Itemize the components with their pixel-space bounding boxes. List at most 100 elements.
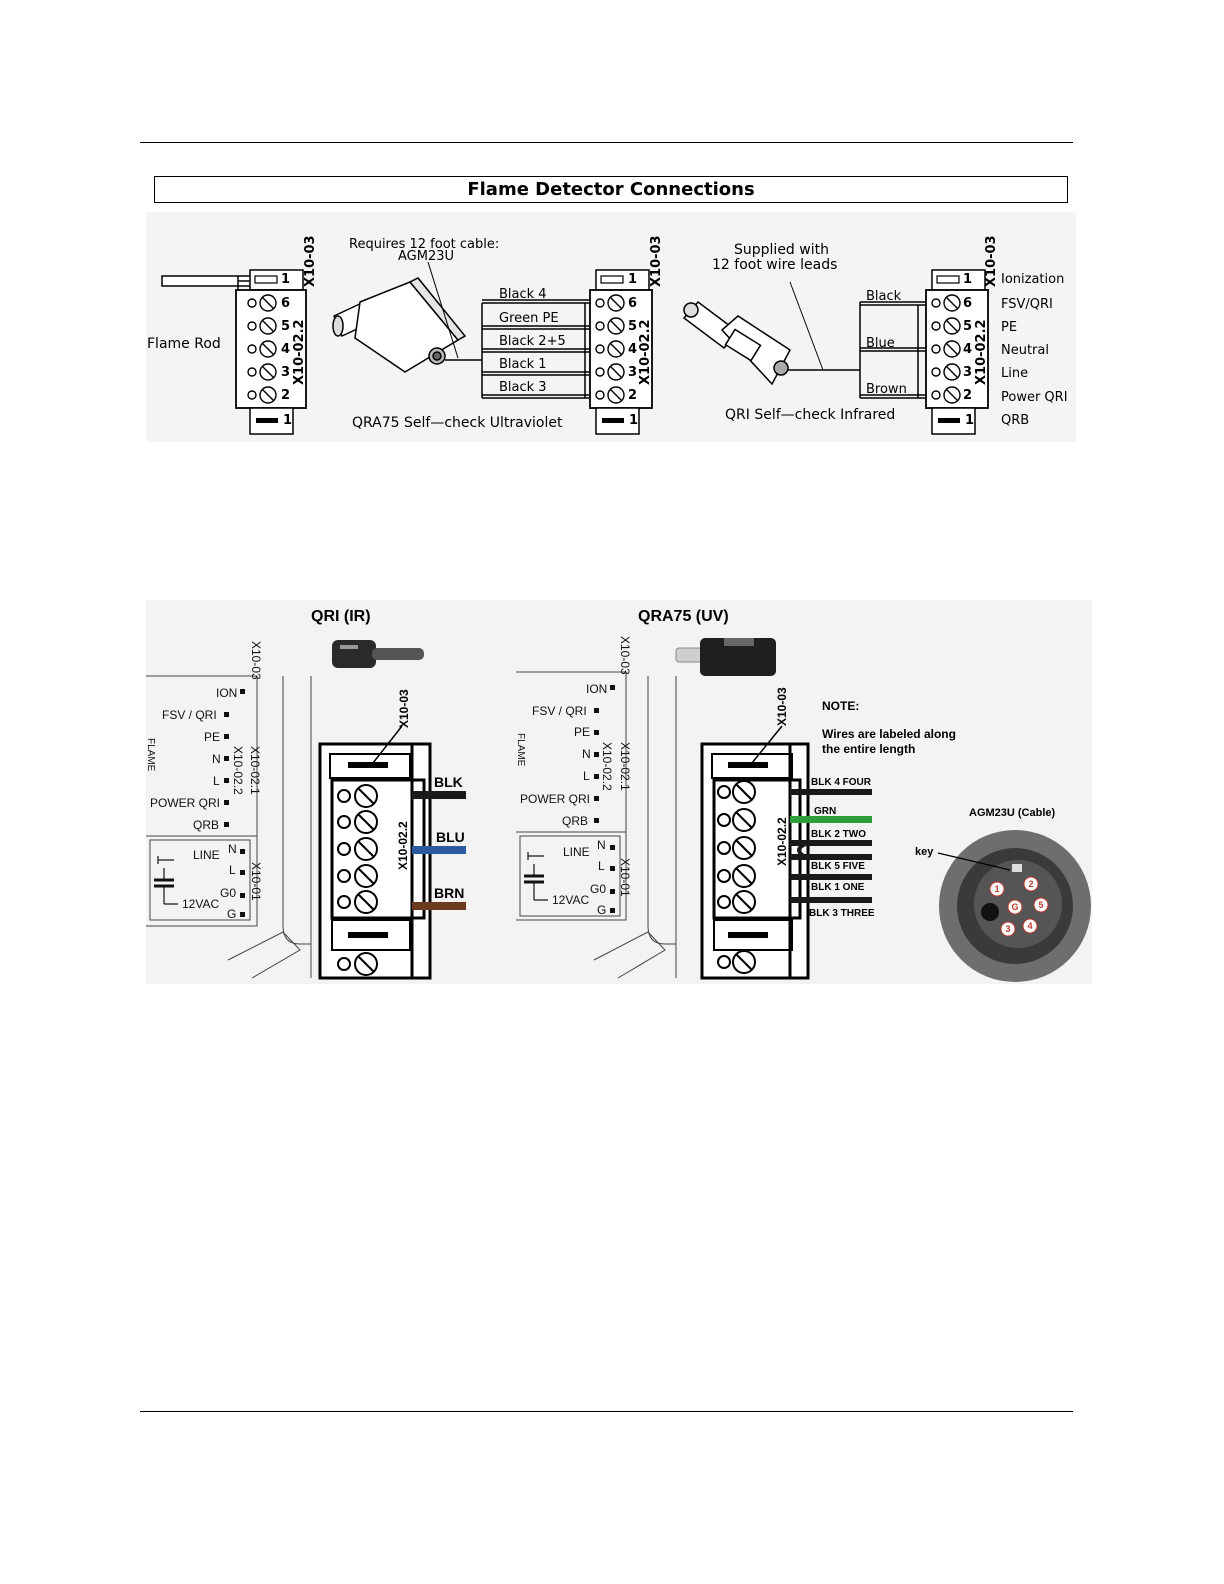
fsv-qri-label: FSV / QRI bbox=[532, 704, 587, 718]
pin-number: 6 bbox=[628, 296, 637, 311]
pin-number: 2 bbox=[963, 388, 972, 403]
qri-title: QRI (IR) bbox=[311, 608, 371, 625]
qri-wire-label: Blue bbox=[866, 336, 895, 351]
fsv-qri-label: FSV / QRI bbox=[162, 708, 217, 722]
qra75-wire-label: Black 2+5 bbox=[499, 334, 566, 349]
x10-03-label: X10-03 bbox=[249, 641, 263, 680]
n-label: N bbox=[597, 838, 606, 852]
n-label: N bbox=[212, 752, 221, 766]
x10-02-2-label: X10-02.2 bbox=[775, 817, 789, 866]
terminal-function: Neutral bbox=[1001, 343, 1049, 358]
qra75-wire-label: BLK 1 ONE bbox=[811, 882, 865, 893]
note-title: NOTE: bbox=[822, 699, 859, 713]
qra75-wire-label: Black 3 bbox=[499, 380, 547, 395]
flame-label: FLAME bbox=[145, 738, 156, 772]
x10-03-label: X10-03 bbox=[397, 689, 411, 728]
pin-number: 6 bbox=[281, 296, 290, 311]
x10-02-2-label: X10-02.2 bbox=[292, 319, 307, 385]
note-line1: Wires are labeled along bbox=[822, 727, 956, 741]
pin-number: 1 bbox=[965, 413, 974, 428]
connector-pin: 3 bbox=[1005, 924, 1010, 934]
line-label: LINE bbox=[193, 848, 220, 862]
pe-label: PE bbox=[204, 730, 220, 744]
qri-sensor-icon bbox=[682, 281, 860, 386]
note-line2: the entire length bbox=[822, 742, 915, 756]
terminal-function: QRB bbox=[1001, 413, 1029, 428]
pin-number: 1 bbox=[629, 413, 638, 428]
pin-number: 3 bbox=[628, 365, 637, 380]
x10-02-2-label: X10-02.2 bbox=[231, 746, 245, 795]
pin-number: 2 bbox=[281, 388, 290, 403]
x10-02-1-label: X10-02.1 bbox=[618, 742, 632, 791]
g-label: G bbox=[597, 903, 606, 917]
pin-number: 2 bbox=[628, 388, 637, 403]
x10-03-label: X10-03 bbox=[649, 235, 664, 287]
ion-label: ION bbox=[216, 686, 237, 700]
qra75-sensor-icon bbox=[332, 261, 482, 373]
terminal-block-3: 1 6 5 4 3 2 1 X10-03 X10-02.2 bbox=[925, 235, 999, 435]
qri-supplied-note: Supplied with bbox=[734, 242, 829, 258]
ion-label: ION bbox=[586, 682, 607, 696]
qri-leads-note: 12 foot wire leads bbox=[712, 257, 837, 273]
qra75-wire-label: Green PE bbox=[499, 311, 559, 326]
pin-number: 3 bbox=[963, 365, 972, 380]
connector-pin: 2 bbox=[1028, 879, 1033, 889]
pin-number: 6 bbox=[963, 296, 972, 311]
x10-03-label: X10-03 bbox=[984, 235, 999, 287]
qra75-wire-label: BLK 4 FOUR bbox=[811, 777, 872, 788]
pin-number: 1 bbox=[628, 272, 637, 287]
footer-rule bbox=[140, 1411, 1073, 1412]
x10-02-2-label: X10-02.2 bbox=[600, 742, 614, 791]
line-label: LINE bbox=[563, 845, 590, 859]
cable-requirement-note: Requires 12 foot cable: bbox=[349, 237, 499, 252]
x10-02-1-label: X10-02.1 bbox=[248, 746, 262, 795]
x10-01-label: X10-01 bbox=[618, 858, 632, 897]
12vac-label: 12VAC bbox=[552, 893, 589, 907]
pin-number: 5 bbox=[963, 319, 972, 334]
l-label: L bbox=[229, 863, 236, 877]
connector-pin: 1 bbox=[994, 884, 999, 894]
connector-pin: 5 bbox=[1038, 900, 1043, 910]
pin-number: 1 bbox=[283, 413, 292, 428]
12vac-label: 12VAC bbox=[182, 897, 219, 911]
pin-number: 4 bbox=[628, 342, 637, 357]
terminal-function: Line bbox=[1001, 366, 1028, 381]
x10-01-label: X10-01 bbox=[249, 862, 263, 901]
top-wiring-diagram: Flame Rod 1 6 5 4 3 2 1 X10-03 X10-02.2 bbox=[146, 212, 1076, 442]
l-label: L bbox=[213, 774, 220, 788]
terminal-function: Power QRI bbox=[1001, 390, 1068, 405]
qra75-title: QRA75 (UV) bbox=[638, 608, 729, 625]
qra75-wire-label: BLK 3 THREE bbox=[809, 908, 875, 919]
qri-connector-block bbox=[318, 725, 432, 980]
terminal-function: PE bbox=[1001, 320, 1017, 335]
terminal-block-2: 1 6 5 4 3 2 1 X10-03 X10-02.2 bbox=[589, 235, 664, 435]
x10-02-2-label: X10-02.2 bbox=[638, 319, 653, 385]
qrb-label: QRB bbox=[193, 818, 219, 832]
x10-02-2-label: X10-02.2 bbox=[396, 821, 410, 870]
connector-pin: 4 bbox=[1027, 921, 1032, 931]
n-label: N bbox=[228, 842, 237, 856]
cable-model-note: AGM23U bbox=[398, 249, 454, 264]
flame-label: FLAME bbox=[515, 733, 526, 767]
key-label: key bbox=[915, 846, 934, 858]
terminal-function: Ionization bbox=[1001, 272, 1064, 287]
qri-wire-blk: BLK bbox=[434, 774, 463, 790]
pin-number: 1 bbox=[281, 272, 290, 287]
connector-pin: G bbox=[1011, 902, 1018, 912]
pe-label: PE bbox=[574, 725, 590, 739]
qra75-connector-block bbox=[700, 725, 810, 980]
qri-caption: QRI Self—check Infrared bbox=[725, 407, 895, 423]
agm23u-connector-icon: 1 2 G 5 4 3 bbox=[937, 830, 1091, 982]
cable-title: AGM23U (Cable) bbox=[969, 807, 1056, 819]
qra75-sensor-photo-icon bbox=[675, 638, 776, 676]
power-qri-label: POWER QRI bbox=[520, 792, 590, 806]
terminal-block-1: 1 6 5 4 3 2 1 X10-03 X10-02.2 bbox=[235, 235, 318, 435]
x10-02-2-label: X10-02.2 bbox=[974, 319, 989, 385]
qra75-caption: QRA75 Self—check Ultraviolet bbox=[352, 415, 563, 431]
x10-03-label: X10-03 bbox=[775, 687, 789, 726]
qra75-wire-label: BLK 2 TWO bbox=[811, 829, 866, 840]
qri-wire-label: Brown bbox=[866, 382, 907, 397]
qri-wire-brn: BRN bbox=[434, 885, 464, 901]
x10-03-label: X10-03 bbox=[618, 636, 632, 675]
g0-label: G0 bbox=[220, 886, 236, 900]
